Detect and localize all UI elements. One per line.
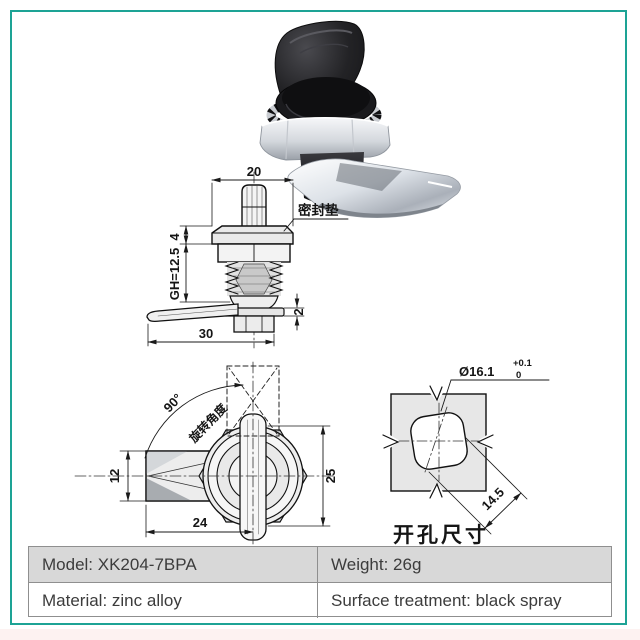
serration-teeth (266, 95, 382, 135)
break-mark-left (382, 434, 400, 449)
side-view-drawing: 20 密封垫 4 GH=12.5 2 30 (146, 164, 349, 349)
shaft-knurl (246, 185, 263, 232)
spec-material: Material: zinc alloy (29, 583, 318, 618)
rotated-knob-phantom (226, 365, 280, 437)
cam-plate-reflection (336, 163, 402, 191)
thread-left (224, 261, 240, 295)
dim-hole-diameter: Ø16.1 (459, 364, 494, 379)
nut-top-highlight (261, 116, 389, 127)
hex-nut-facets (285, 117, 355, 160)
knob-highlight (289, 29, 353, 44)
rotation-angle: 90° (161, 391, 185, 416)
thread-core (235, 263, 273, 295)
dim-seal-thickness: 4 (167, 233, 182, 241)
bottom-nut (233, 315, 275, 333)
knob-base-top (282, 77, 370, 119)
spec-table: Model: XK204-7BPA Weight: 26g Material: … (28, 546, 612, 618)
cutout-view-drawing: Ø16.1 +0.1 0 14.5 开孔尺寸 (382, 358, 550, 547)
knob-shaft (241, 184, 267, 234)
arm-shade-light (146, 451, 188, 474)
dim-bottom-width: 30 (199, 326, 213, 341)
arm-shade-dark (146, 478, 192, 501)
cutout-caption: 开孔尺寸 (393, 523, 489, 547)
rotation-arc (144, 382, 244, 459)
cam-plate-underside (318, 203, 443, 218)
product-photo (259, 20, 461, 218)
cam-tip-highlight (427, 181, 453, 188)
spec-model: Model: XK204-7BPA (29, 547, 318, 583)
tolerance-lower: 0 (516, 370, 521, 381)
break-mark-bottom (429, 482, 443, 499)
dim-plate-thickness: 2 (291, 308, 306, 315)
spec-weight: Weight: 26g (318, 547, 611, 583)
dim-arm-length: 24 (193, 515, 208, 530)
seal-gasket (211, 225, 294, 245)
bottom-margin-strip (0, 629, 640, 640)
dim-grip-height: GH=12.5 (167, 248, 182, 300)
thread-right (268, 261, 284, 295)
knob-recess-line (299, 43, 349, 54)
diameter-axis (424, 406, 448, 473)
spec-surface: Surface treatment: black spray (331, 590, 562, 610)
break-mark-top (429, 385, 443, 402)
seal-gasket-label: 密封垫 (297, 202, 339, 218)
break-mark-right (476, 434, 494, 449)
tolerance-upper: +0.1 (513, 358, 532, 369)
dim-top-width: 20 (247, 164, 261, 179)
cam-arm-side (146, 303, 239, 322)
dim-arm-width: 12 (107, 469, 122, 483)
dim-knob-diameter: 25 (323, 469, 338, 483)
bottom-view-drawing: 90° 旋转角度 12 24 25 (74, 361, 338, 553)
